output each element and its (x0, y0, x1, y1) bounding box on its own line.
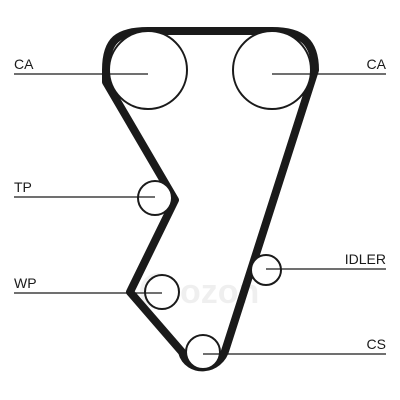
water-pump-pulley (144, 274, 180, 310)
label-wp: WP (14, 275, 37, 291)
label-tp: TP (14, 179, 32, 195)
label-ca-right: CA (367, 56, 387, 72)
crankshaft-pulley (185, 334, 221, 370)
idler-pulley (250, 254, 282, 286)
camshaft-pulley-right (232, 30, 312, 110)
label-cs: CS (367, 336, 386, 352)
timing-belt (102, 27, 319, 372)
tensioner-pulley (137, 180, 173, 216)
label-idler: IDLER (345, 251, 386, 267)
camshaft-pulley-left (108, 30, 188, 110)
label-ca-left: CA (14, 56, 34, 72)
